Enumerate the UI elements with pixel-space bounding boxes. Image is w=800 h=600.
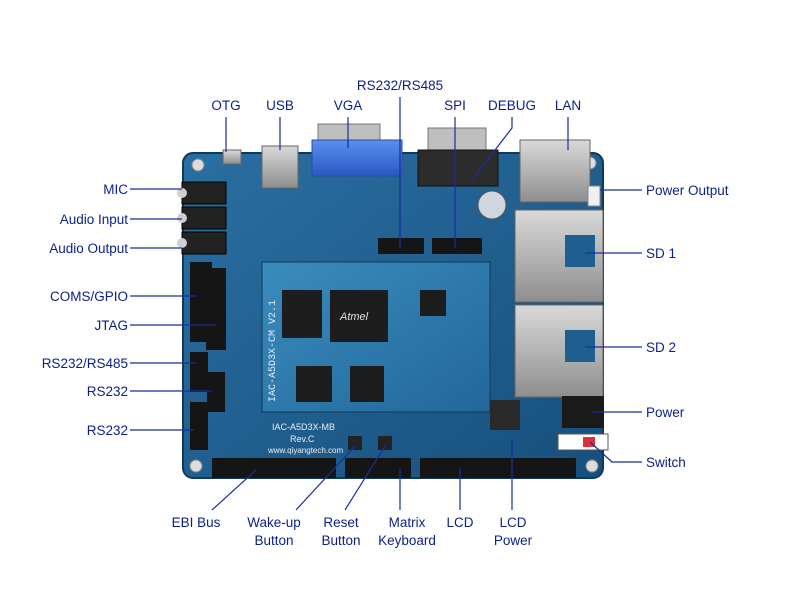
lan-connector bbox=[519, 139, 591, 203]
label-lcd-power-line1: LCD bbox=[499, 515, 527, 530]
spi-header bbox=[432, 238, 482, 254]
sd1-window bbox=[565, 235, 595, 267]
vga-connector bbox=[311, 139, 403, 177]
inductor bbox=[490, 400, 520, 430]
nand-chip bbox=[296, 366, 332, 402]
leader-ebi-bus bbox=[211, 469, 257, 511]
label-ebi-bus: EBI Bus bbox=[171, 515, 221, 530]
url-silk: www.qiyangtech.com bbox=[267, 446, 343, 455]
label-spi: SPI bbox=[444, 98, 466, 113]
ebi-bus-header bbox=[212, 458, 336, 478]
rs232-485-header bbox=[190, 352, 208, 392]
label-coms-gpio: COMS/GPIO bbox=[49, 289, 128, 304]
label-rs232-485-top: RS232/RS485 bbox=[356, 78, 444, 93]
audio-output-jack bbox=[181, 231, 227, 255]
mount-hole bbox=[189, 459, 203, 473]
ram-chip bbox=[282, 290, 322, 338]
label-reset-line2: Button bbox=[321, 533, 361, 548]
otg-connector bbox=[222, 149, 242, 165]
jack-ring bbox=[177, 213, 187, 223]
label-otg: OTG bbox=[211, 98, 241, 113]
cpu-brand-silk: Atmel bbox=[339, 311, 369, 323]
label-mic: MIC bbox=[103, 182, 128, 197]
label-power-output: Power Output bbox=[646, 183, 729, 198]
label-matrix-line1: Matrix bbox=[388, 515, 426, 530]
power-output-header bbox=[587, 185, 601, 207]
lcd-header bbox=[420, 458, 576, 478]
label-sd2: SD 2 bbox=[646, 340, 677, 355]
leader-switch bbox=[589, 441, 642, 463]
leader-wakeup bbox=[295, 445, 356, 511]
rs232-485-header-top bbox=[378, 238, 424, 254]
pmic-chip bbox=[420, 290, 446, 316]
label-wakeup-line2: Button bbox=[254, 533, 294, 548]
label-switch: Switch bbox=[646, 455, 686, 470]
label-rs232-b: RS232 bbox=[86, 423, 128, 438]
jack-ring bbox=[177, 238, 187, 248]
usb-connector bbox=[261, 145, 299, 189]
leader-reset bbox=[344, 445, 386, 511]
jtag-header bbox=[206, 268, 226, 350]
label-audio-output: Audio Output bbox=[49, 241, 128, 256]
audio-input-jack bbox=[181, 206, 227, 230]
label-vga: VGA bbox=[333, 98, 363, 113]
mount-hole bbox=[585, 459, 599, 473]
wakeup-button bbox=[348, 436, 362, 450]
jack-ring bbox=[177, 188, 187, 198]
label-reset-line1: Reset bbox=[323, 515, 359, 530]
label-lan: LAN bbox=[554, 98, 582, 113]
cpu-chip bbox=[330, 290, 388, 342]
label-matrix-line2: Keyboard bbox=[378, 533, 436, 548]
label-sd1: SD 1 bbox=[646, 246, 677, 261]
label-rs232-a: RS232 bbox=[86, 384, 128, 399]
label-jtag: JTAG bbox=[94, 318, 129, 333]
label-power: Power bbox=[646, 405, 685, 420]
rs232-header-b bbox=[190, 402, 208, 450]
mb-silk: IAC-A5D3X-MB bbox=[272, 422, 335, 432]
label-audio-input: Audio Input bbox=[59, 212, 128, 227]
label-rs232-485-left: RS232/RS485 bbox=[41, 356, 128, 371]
rev-silk: Rev.C bbox=[290, 434, 315, 444]
power-switch-lever bbox=[583, 437, 595, 447]
debug-connector bbox=[417, 149, 499, 187]
module-silk: IAC-A5D3X-CM V2.1 bbox=[268, 300, 279, 402]
leader-lines bbox=[130, 97, 642, 511]
sd2-window bbox=[565, 330, 595, 362]
ram-chip-2 bbox=[350, 366, 384, 402]
label-lcd: LCD bbox=[446, 515, 474, 530]
label-debug: DEBUG bbox=[487, 98, 536, 113]
label-wakeup-line1: Wake-up bbox=[247, 515, 301, 530]
leader-debug bbox=[471, 117, 513, 181]
reset-button bbox=[378, 436, 392, 450]
mic-jack bbox=[181, 181, 227, 205]
mount-hole bbox=[191, 158, 205, 172]
buzzer bbox=[477, 190, 507, 220]
rs232-header-a bbox=[207, 372, 225, 412]
matrix-keyboard-header bbox=[345, 458, 411, 478]
label-usb: USB bbox=[266, 98, 294, 113]
label-lcd-power-line2: Power bbox=[493, 533, 533, 548]
